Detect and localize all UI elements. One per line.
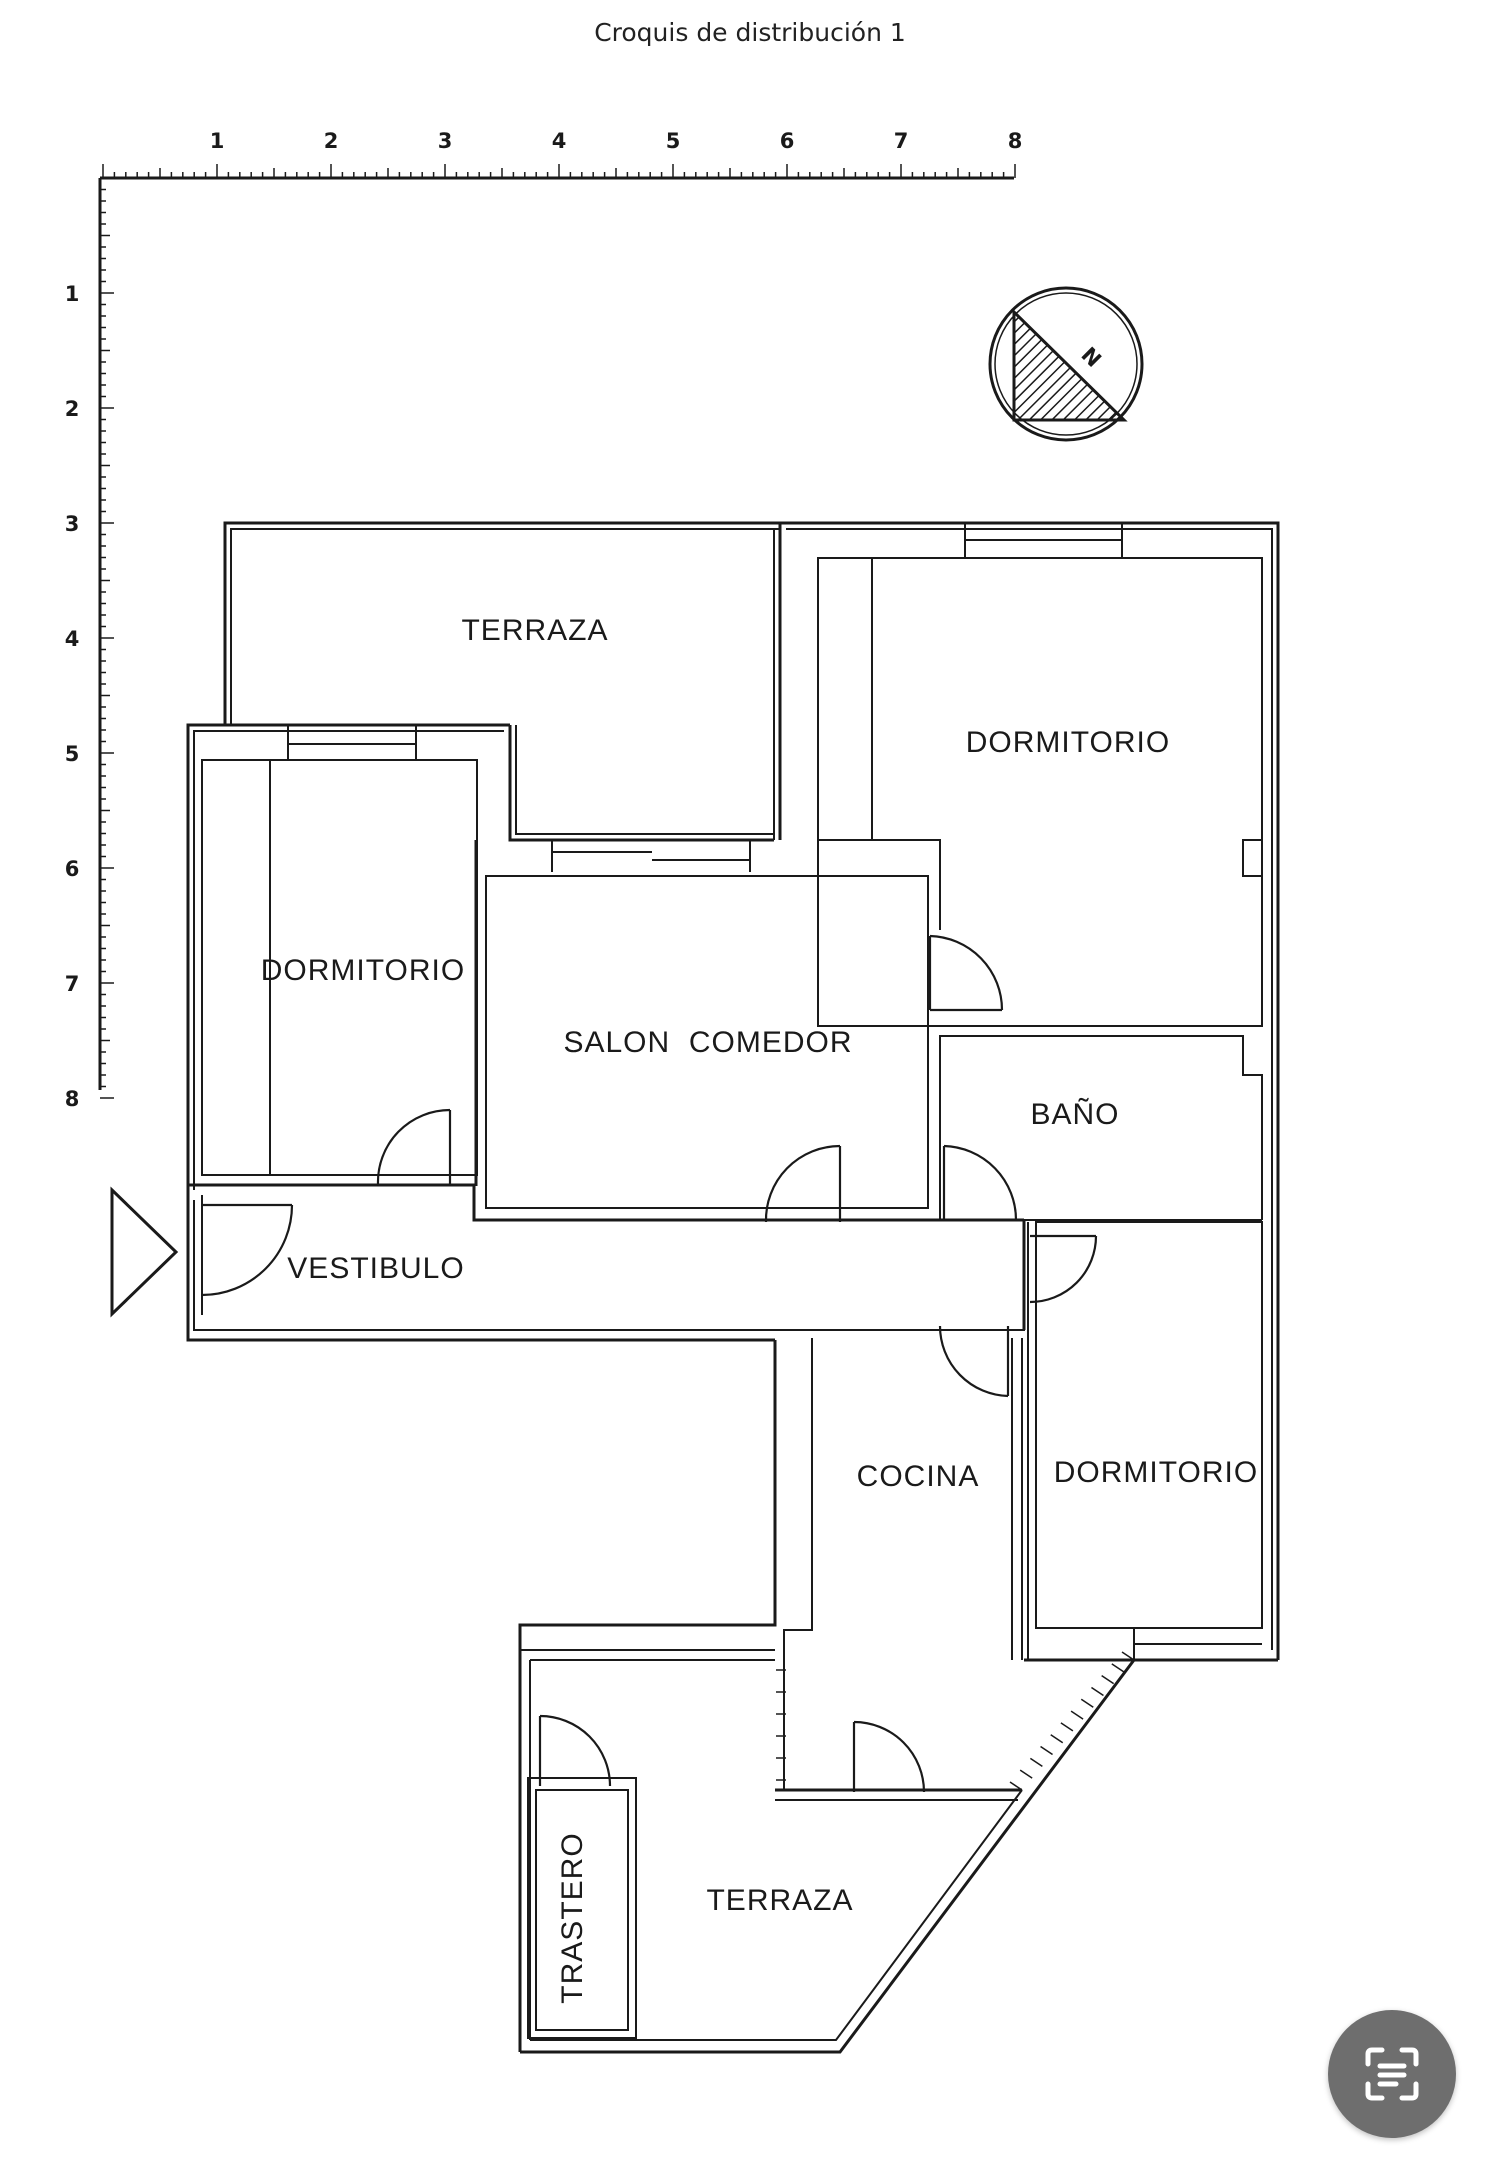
left-ruler-label: 1 [65, 282, 80, 306]
top-ruler-label: 8 [1008, 129, 1023, 153]
scan-text-button[interactable] [1328, 2010, 1456, 2138]
scan-text-icon [1365, 2047, 1419, 2101]
entrance-arrow-icon [110, 1186, 179, 1318]
wall-hatch [1060, 1722, 1074, 1732]
left-ruler-label: 7 [65, 972, 80, 996]
wall-hatch [1040, 1745, 1053, 1756]
wall-hatch [1080, 1698, 1094, 1708]
left-ruler-label: 8 [65, 1087, 80, 1111]
wall-hatch [1101, 1675, 1115, 1685]
top-ruler-label: 7 [894, 129, 909, 153]
room-label-dormitorio-ne: DORMITORIO [966, 726, 1170, 759]
left-ruler-label: 2 [65, 397, 80, 421]
walls [186, 521, 1280, 2054]
room-label-salon-comedor: SALON COMEDOR [563, 1026, 852, 1059]
wall-hatch [1029, 1757, 1043, 1767]
wall-hatch [1050, 1734, 1064, 1744]
salon-door [764, 1144, 842, 1223]
top-ruler-label: 2 [324, 129, 339, 153]
wall-hatch [1091, 1686, 1104, 1697]
terraza-sur-door [852, 1720, 926, 1793]
dormitorio-west-door [376, 1108, 452, 1185]
wall-hatch [1019, 1769, 1033, 1779]
page-title: Croquis de distribución 1 [594, 18, 906, 47]
trastero-door [538, 1714, 612, 1787]
top-ruler-label: 1 [210, 129, 225, 153]
cocina-door [938, 1325, 1010, 1398]
dormitorio-se-door [1029, 1234, 1098, 1304]
compass-north-label: N [1076, 343, 1105, 372]
left-ruler-label: 3 [65, 512, 80, 536]
top-ruler-label: 5 [666, 129, 681, 153]
top-ruler-label: 6 [780, 129, 795, 153]
left-ruler: 1 2 3 4 5 6 7 8 [65, 177, 114, 1111]
room-label-terraza-sur: TERRAZA [706, 1884, 853, 1917]
doors [201, 934, 1098, 1793]
entrance-door [201, 1203, 294, 1297]
top-ruler: 1 2 3 4 5 6 7 8 [100, 129, 1023, 180]
wall-hatch [1121, 1651, 1135, 1661]
room-label-vestibulo: VESTIBULO [287, 1252, 464, 1285]
room-label-cocina: COCINA [857, 1460, 980, 1493]
wall-hatch [1009, 1781, 1023, 1791]
wall-hatch [1070, 1710, 1084, 1720]
dormitorio-ne-door [928, 934, 1004, 1012]
top-ruler-label: 3 [438, 129, 453, 153]
north-compass-icon: N [988, 286, 1144, 442]
left-ruler-label: 5 [65, 742, 80, 766]
room-label-terraza-norte: TERRAZA [461, 614, 608, 647]
left-ruler-label: 4 [65, 627, 80, 651]
left-ruler-label: 6 [65, 857, 80, 881]
top-ruler-label: 4 [552, 129, 567, 153]
wall-hatch [1111, 1663, 1125, 1673]
room-label-dormitorio-se: DORMITORIO [1054, 1456, 1258, 1489]
room-label-trastero: TRASTERO [556, 1832, 589, 2003]
bano-door [942, 1144, 1018, 1221]
room-label-bano: BAÑO [1030, 1097, 1119, 1131]
room-label-dormitorio-west: DORMITORIO [261, 954, 465, 987]
